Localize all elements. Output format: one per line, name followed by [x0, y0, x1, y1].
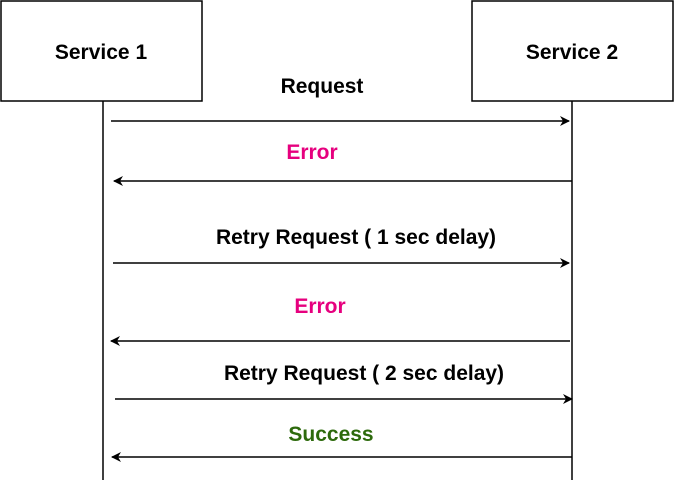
message-label: Error [294, 295, 345, 318]
participant-service-2: Service 2 [471, 0, 674, 102]
message-error-1: Error [113, 141, 572, 186]
message-label: Error [286, 141, 337, 164]
participant-label: Service 2 [526, 41, 618, 64]
message-retry-1: Retry Request ( 1 sec delay) [113, 226, 570, 268]
message-success: Success [111, 423, 572, 462]
message-label: Retry Request ( 1 sec delay) [216, 226, 496, 249]
participant-box [0, 0, 203, 102]
participant-service-1: Service 1 [0, 0, 203, 102]
message-label: Request [281, 75, 364, 98]
message-request: Request [111, 75, 570, 126]
participant-box [471, 0, 674, 102]
participant-label: Service 1 [55, 41, 148, 64]
message-label: Retry Request ( 2 sec delay) [224, 362, 504, 385]
message-error-2: Error [110, 295, 570, 346]
message-retry-2: Retry Request ( 2 sec delay) [115, 362, 573, 404]
message-label: Success [288, 423, 373, 446]
